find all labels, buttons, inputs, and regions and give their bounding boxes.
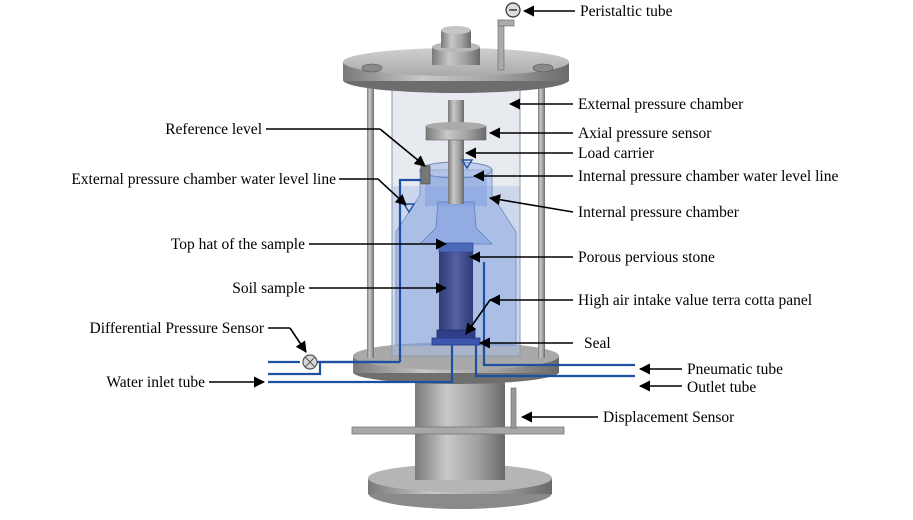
- diff-sensor-x2: [304, 356, 316, 368]
- tie-rod-left: [367, 80, 374, 358]
- top-hat: [419, 201, 493, 245]
- displacement-bar: [351, 426, 565, 435]
- apparatus: [268, 2, 635, 509]
- inlet-tube-line: [268, 345, 454, 384]
- leader-terra-cotta-diag: [465, 299, 491, 335]
- leader-diff-sensor-diag: [289, 327, 307, 353]
- label-axial-pressure-sensor: Axial pressure sensor: [578, 125, 712, 142]
- displacement-sensor-rod: [510, 387, 517, 429]
- top-cap-upper: [441, 30, 471, 48]
- pneumatic-tube-line: [482, 262, 635, 367]
- leader-internal-chamber: [488, 194, 574, 213]
- label-displacement-sensor: Displacement Sensor: [603, 409, 735, 426]
- label-external-pressure-chamber: External pressure chamber: [578, 96, 744, 113]
- internal-level-marker: [460, 159, 474, 170]
- label-seal: Seal: [584, 335, 611, 352]
- labels: Peristaltic tube External pressure chamb…: [71, 3, 838, 426]
- label-water-inlet-tube: Water inlet tube: [106, 374, 205, 391]
- label-terra-cotta-panel: High air intake value terra cotta panel: [578, 292, 812, 309]
- bolt-right: [532, 63, 554, 73]
- peristaltic-pipe: [497, 19, 505, 71]
- outlet-tube-line: [474, 345, 635, 378]
- leader-reference-level-diag: [379, 128, 426, 167]
- top-cap-lower: [432, 47, 480, 65]
- load-rod: [448, 100, 464, 204]
- axial-pressure-sensor-top: [426, 122, 486, 130]
- tubes: [268, 178, 635, 384]
- label-load-carrier: Load carrier: [578, 145, 655, 162]
- bolt-left: [361, 63, 383, 73]
- terra-cotta-panel: [436, 329, 476, 339]
- label-internal-level-line: Internal pressure chamber water level li…: [578, 168, 838, 185]
- label-soil-sample: Soil sample: [232, 280, 305, 297]
- label-internal-pressure-chamber: Internal pressure chamber: [578, 204, 740, 221]
- label-peristaltic-tube: Peristaltic tube: [580, 3, 673, 20]
- external-level-marker: [402, 203, 416, 214]
- leader-external-level-diag: [377, 178, 407, 206]
- label-differential-pressure-sensor: Differential Pressure Sensor: [90, 320, 265, 337]
- label-reference-level: Reference level: [165, 121, 262, 138]
- reference-level-marker: [420, 165, 431, 185]
- top-cap-upper-top: [441, 26, 471, 34]
- peristaltic-pipe-elbow: [497, 19, 515, 27]
- label-top-hat: Top hat of the sample: [171, 236, 305, 253]
- seal-ring: [431, 337, 481, 346]
- label-outlet-tube: Outlet tube: [687, 379, 756, 396]
- leader-lines: [209, 5, 682, 423]
- tie-rod-right: [538, 80, 545, 358]
- label-porous-pervious-stone: Porous pervious stone: [578, 249, 715, 266]
- label-external-level-line: External pressure chamber water level li…: [71, 171, 336, 188]
- soil-sample-body: [439, 252, 473, 330]
- label-pneumatic-tube: Pneumatic tube: [687, 361, 783, 378]
